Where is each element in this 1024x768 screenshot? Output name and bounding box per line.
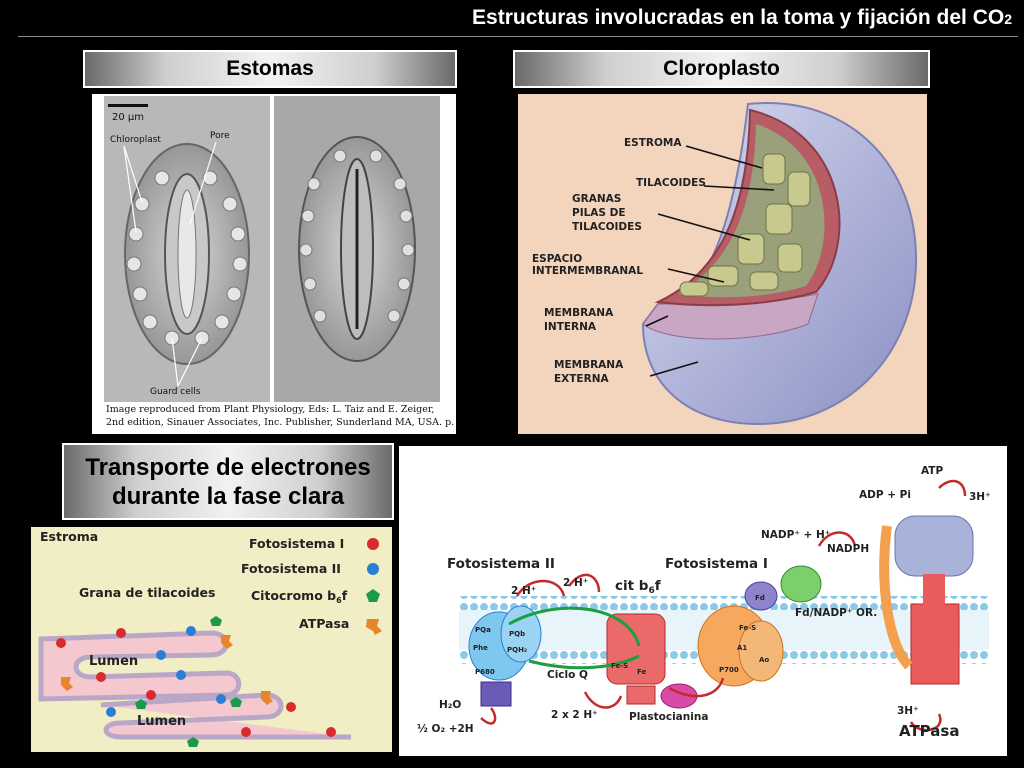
pqa-label: PQa <box>475 626 491 634</box>
transport-caption: Transporte de electrones durante la fase… <box>62 443 394 520</box>
espacio-label-2: INTERMEMBRANAL <box>532 265 643 277</box>
transport-caption-line1: Transporte de electrones <box>85 453 371 481</box>
granas-label: GRANAS <box>572 193 621 205</box>
granas-label-3: TILACOIDES <box>572 221 642 233</box>
fd-nadp-label: Fd/NADP⁺ OR. <box>795 607 877 619</box>
ciclo-q-label: Ciclo Q <box>547 669 588 681</box>
grana-text: Grana de tilacoides <box>79 585 215 600</box>
stomata-micrograph: 20 µm Chloroplast Pore Guard cells Image… <box>92 94 456 434</box>
membrana-interna-label: MEMBRANA <box>544 307 614 319</box>
p680-label: P680 <box>475 668 495 676</box>
cloroplasto-button[interactable]: Cloroplasto <box>513 50 930 88</box>
phe-label: Phe <box>473 644 488 652</box>
scale-bar-label: 20 µm <box>112 112 144 123</box>
guard-cells-label: Guard cells <box>150 387 201 397</box>
pqh2-label: PQH₂ <box>507 646 527 654</box>
membrana-externa-label-2: EXTERNA <box>554 373 609 385</box>
etc-cit-label: cit b6f <box>615 578 661 596</box>
ao-label: Ao <box>759 656 769 664</box>
legend-atpasa: ATPasa <box>299 616 349 631</box>
fes-psi-label: Fe-S <box>739 624 756 632</box>
h-2-a: 2 H⁺ <box>511 585 536 597</box>
h2o-label: H₂O <box>439 699 461 711</box>
ps1-marker-icon <box>367 538 379 550</box>
estroma-text: Estroma <box>40 529 98 544</box>
plastocianina-label: Plastocianina <box>629 711 708 723</box>
photosystem-ii-complex <box>468 605 542 707</box>
a1-label: A1 <box>737 644 747 652</box>
ferredoxin <box>744 581 778 611</box>
espacio-label: ESPACIO <box>532 253 582 265</box>
etc-ps1-label: Fotosistema I <box>665 556 768 572</box>
fes-cyt-label: Fe-S <box>611 662 628 670</box>
chloroplast-label: Chloroplast <box>110 135 161 145</box>
legend-ps2: Fotosistema II <box>241 561 341 576</box>
transport-caption-line2: durante la fase clara <box>111 482 345 510</box>
legend-ps1: Fotosistema I <box>249 536 344 551</box>
fd-label: Fd <box>755 594 765 602</box>
estroma-label: ESTROMA <box>624 137 682 149</box>
membrana-interna-label-2: INTERNA <box>544 321 597 333</box>
lumen-label-1: Lumen <box>89 654 138 669</box>
h-2-b: 2 H⁺ <box>563 577 588 589</box>
title-divider <box>18 36 1018 37</box>
atpasa-complex <box>879 515 974 685</box>
atp-label: ATP <box>921 465 943 477</box>
granas-label-2: PILAS DE <box>572 207 626 219</box>
p700-label: P700 <box>719 666 739 674</box>
h-2x2: 2 x 2 H⁺ <box>551 709 598 721</box>
adp-label: ADP + Pi <box>859 489 911 501</box>
fe-label: Fe <box>637 668 646 676</box>
nadp-label: NADP⁺ + H⁺ <box>761 529 830 541</box>
legend-cyt: Citocromo b6f <box>251 588 348 605</box>
etc-ps2-label: Fotosistema II <box>447 556 555 572</box>
thylakoid-legend-panel: Estroma Grana de tilacoides Fotosistema … <box>31 527 392 752</box>
h3-bottom-label: 3H⁺ <box>897 705 919 717</box>
estomas-button[interactable]: Estomas <box>83 50 457 88</box>
cytochrome-complex <box>606 613 666 705</box>
ps2-marker-icon <box>367 563 379 575</box>
membrana-externa-label: MEMBRANA <box>554 359 624 371</box>
etc-atpasa-label: ATPasa <box>899 722 959 740</box>
atpasa-marker-icon <box>366 619 382 635</box>
pore-label: Pore <box>210 131 230 141</box>
nadph-label: NADPH <box>827 543 869 555</box>
page-title: Estructuras involucradas en la toma y fi… <box>472 6 1012 29</box>
lumen-label-2: Lumen <box>137 714 186 729</box>
electron-transport-diagram: Fotosistema II Fotosistema I cit b6f ATP… <box>399 446 1007 756</box>
tilacoides-label: TILACOIDES <box>636 177 706 189</box>
credit-line-1: Image reproduced from Plant Physiology, … <box>106 404 434 415</box>
o2-label: ½ O₂ +2H <box>417 723 474 735</box>
credit-line-2: 2nd edition, Sinauer Associates, Inc. Pu… <box>106 417 456 428</box>
photosystem-i-complex <box>697 605 784 687</box>
cytochrome-marker-icon <box>366 589 380 602</box>
h3-top-label: 3H⁺ <box>969 491 991 503</box>
chloroplast-diagram: ESTROMA TILACOIDES GRANAS PILAS DE TILAC… <box>518 94 927 434</box>
pqb-label: PQb <box>509 630 525 638</box>
fd-nadp-reductase <box>780 565 822 603</box>
